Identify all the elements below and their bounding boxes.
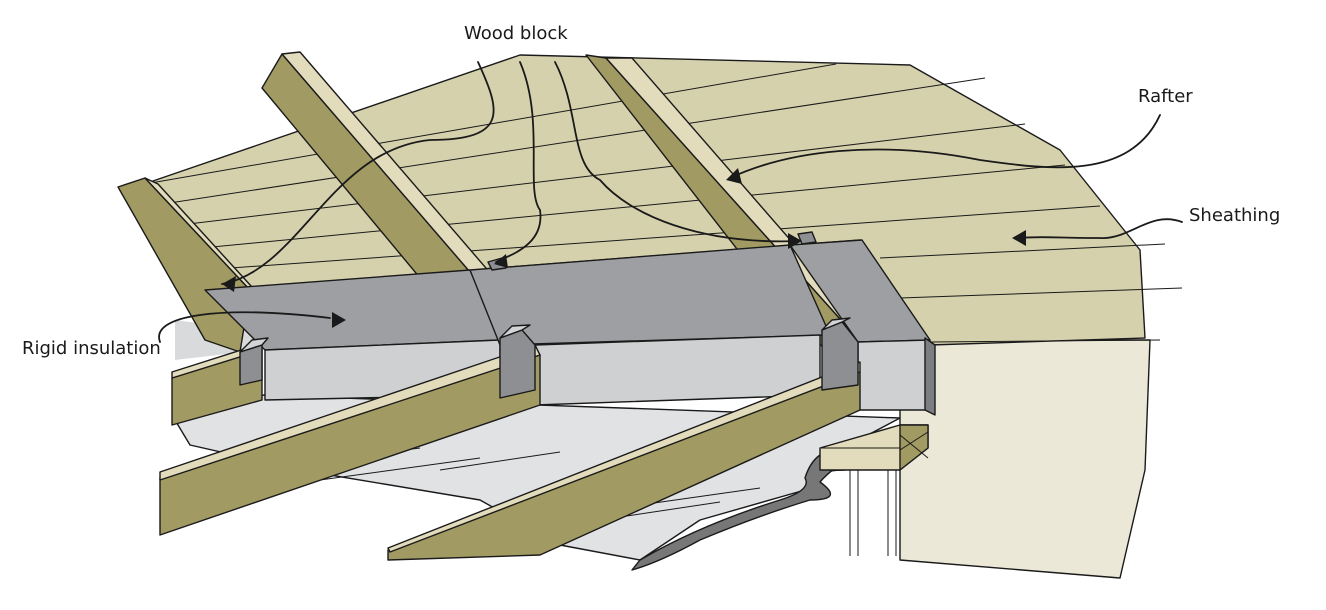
joist-middle: [159, 344, 541, 536]
rafter-leader: [726, 114, 1161, 184]
wood-block-2: [499, 324, 536, 399]
wall-studs: [849, 470, 897, 556]
sheathing-leader: [1012, 218, 1183, 246]
wood-block-1: [239, 337, 269, 386]
insulation-board-3: [789, 239, 936, 416]
label-rafter: Rafter: [1138, 86, 1193, 107]
label-rigid-insulation: Rigid insulation: [22, 338, 161, 359]
wood-block-3: [821, 317, 859, 391]
wood-block-leaders: [221, 61, 802, 292]
insulation-board-2: [469, 244, 831, 406]
joist-front: [387, 361, 861, 561]
top-plate-block: [819, 424, 929, 471]
wall-face: [899, 339, 1151, 579]
rigid-insulation-leader: [158, 311, 346, 343]
label-sheathing: Sheathing: [1189, 205, 1280, 226]
label-wood-block: Wood block: [464, 23, 568, 44]
